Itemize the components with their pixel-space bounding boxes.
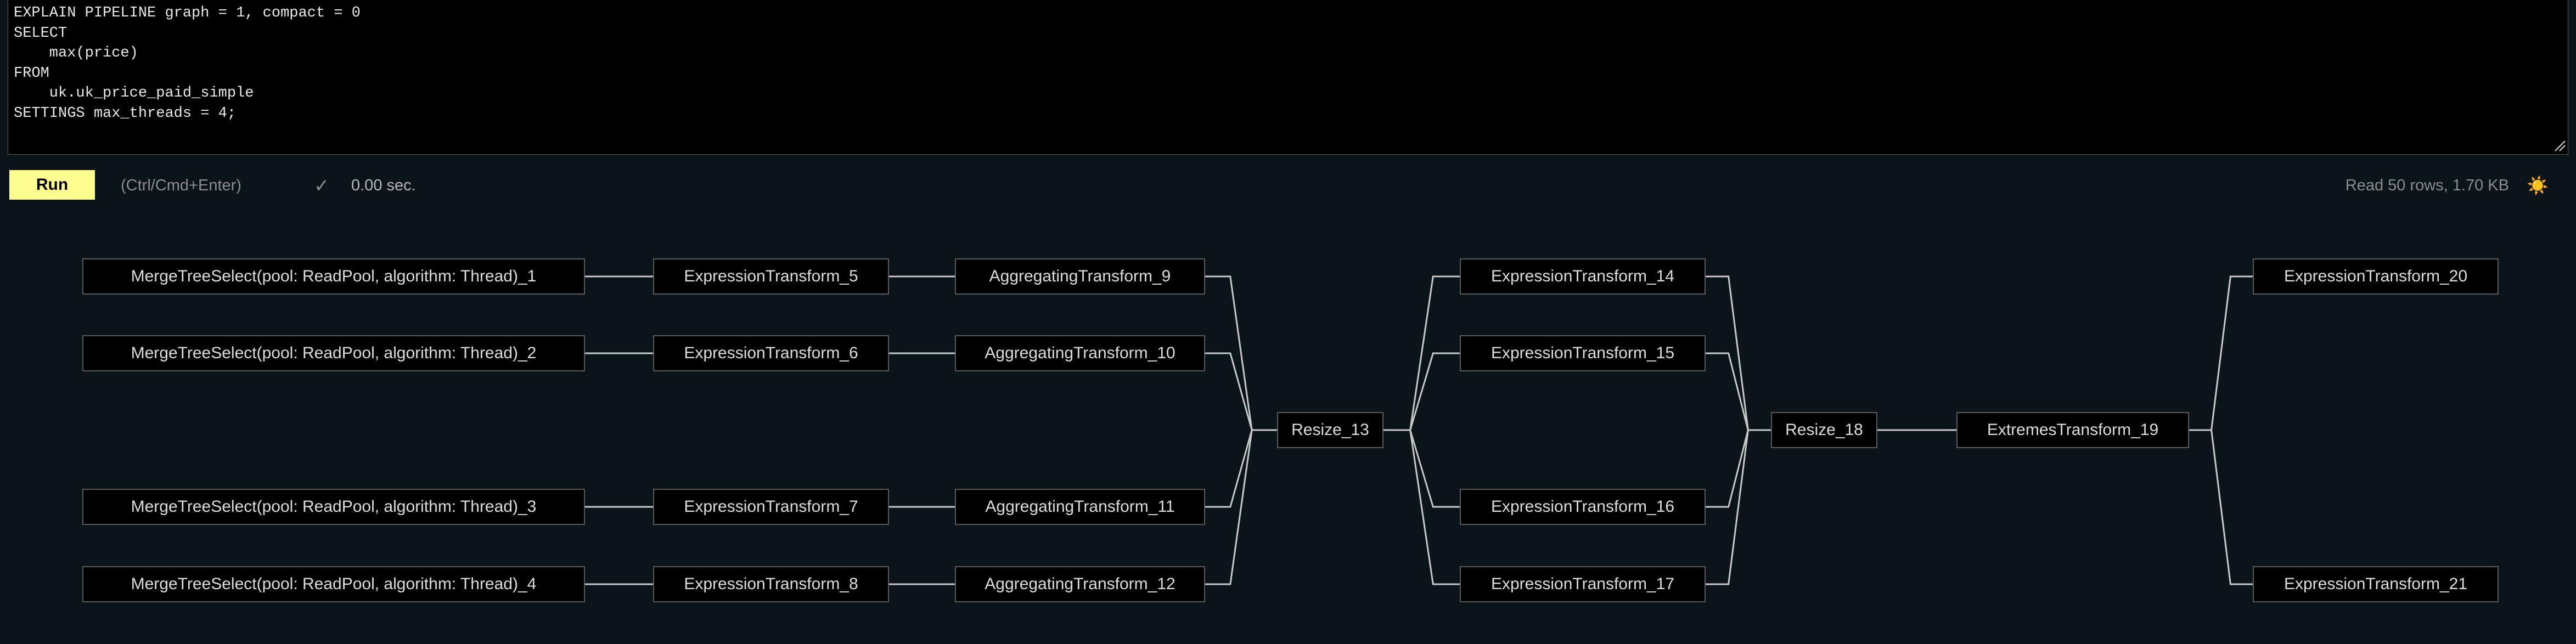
graph-node[interactable]: MergeTreeSelect(pool: ReadPool, algorith…	[82, 566, 585, 602]
graph-edge	[2189, 275, 2253, 431]
query-editor-container	[8, 0, 2568, 155]
graph-node-label: ExpressionTransform_16	[1491, 498, 1675, 516]
graph-edge	[1383, 429, 1460, 585]
graph-node[interactable]: ExpressionTransform_15	[1460, 335, 1706, 371]
graph-node[interactable]: ExpressionTransform_5	[653, 258, 889, 295]
graph-node[interactable]: ExpressionTransform_7	[653, 489, 889, 525]
query-read-stats: Read 50 rows, 1.70 KB	[2345, 177, 2509, 194]
graph-node-label: ExpressionTransform_20	[2283, 267, 2468, 285]
graph-node-label: AggregatingTransform_9	[989, 267, 1171, 285]
run-shortcut-hint: (Ctrl/Cmd+Enter)	[121, 177, 241, 194]
graph-node[interactable]: ExpressionTransform_16	[1460, 489, 1706, 525]
graph-node[interactable]: AggregatingTransform_10	[955, 335, 1205, 371]
graph-node-label: Resize_18	[1785, 421, 1863, 439]
graph-node-label: ExpressionTransform_14	[1491, 267, 1675, 285]
graph-node[interactable]: ExpressionTransform_17	[1460, 566, 1706, 602]
pipeline-graph-edges	[585, 275, 2253, 585]
graph-node-label: AggregatingTransform_10	[985, 344, 1175, 362]
graph-node[interactable]: ExpressionTransform_21	[2253, 566, 2499, 602]
graph-node[interactable]: MergeTreeSelect(pool: ReadPool, algorith…	[82, 258, 585, 295]
graph-node[interactable]: ExpressionTransform_14	[1460, 258, 1706, 295]
graph-node[interactable]: ExpressionTransform_20	[2253, 258, 2499, 295]
graph-node-label: MergeTreeSelect(pool: ReadPool, algorith…	[131, 267, 537, 285]
graph-node[interactable]: ExpressionTransform_8	[653, 566, 889, 602]
sun-icon[interactable]: ☀️	[2527, 176, 2549, 195]
query-elapsed-time: 0.00 sec.	[351, 177, 416, 194]
graph-edge	[1205, 352, 1277, 431]
query-toolbar: Run (Ctrl/Cmd+Enter) ✓ 0.00 sec. Read 50…	[0, 160, 2576, 211]
graph-node-label: ExpressionTransform_5	[684, 267, 858, 285]
graph-node[interactable]: AggregatingTransform_9	[955, 258, 1205, 295]
graph-node-label: ExtremesTransform_19	[1987, 421, 2159, 439]
graph-node-label: ExpressionTransform_8	[684, 575, 858, 593]
graph-node-label: ExpressionTransform_7	[684, 498, 858, 516]
graph-edge	[1383, 352, 1460, 431]
graph-node-label: ExpressionTransform_17	[1491, 575, 1675, 593]
success-check-icon: ✓	[314, 176, 330, 196]
graph-node[interactable]: MergeTreeSelect(pool: ReadPool, algorith…	[82, 489, 585, 525]
graph-node-label: ExpressionTransform_21	[2283, 575, 2468, 593]
graph-node[interactable]: AggregatingTransform_11	[955, 489, 1205, 525]
graph-node[interactable]: MergeTreeSelect(pool: ReadPool, algorith…	[82, 335, 585, 371]
pipeline-graph: MergeTreeSelect(pool: ReadPool, algorith…	[0, 211, 2576, 644]
graph-node-label: AggregatingTransform_11	[985, 498, 1175, 516]
graph-edge	[2189, 429, 2253, 585]
graph-node-label: AggregatingTransform_12	[985, 575, 1175, 593]
graph-edge	[1205, 429, 1277, 585]
graph-node-label: MergeTreeSelect(pool: ReadPool, algorith…	[131, 344, 537, 362]
graph-node-label: MergeTreeSelect(pool: ReadPool, algorith…	[131, 575, 537, 593]
graph-node[interactable]: Resize_18	[1771, 412, 1877, 448]
graph-edge	[1383, 429, 1460, 508]
graph-edge	[1706, 352, 1771, 431]
graph-edge	[1205, 429, 1277, 508]
graph-node[interactable]: AggregatingTransform_12	[955, 566, 1205, 602]
graph-node-label: Resize_13	[1291, 421, 1369, 439]
graph-node[interactable]: ExtremesTransform_19	[1956, 412, 2189, 448]
graph-edge	[1706, 429, 1771, 508]
graph-node[interactable]: Resize_13	[1277, 412, 1383, 448]
graph-node[interactable]: ExpressionTransform_6	[653, 335, 889, 371]
graph-edge	[1706, 429, 1771, 585]
sql-query-input[interactable]	[8, 0, 2568, 155]
graph-node-label: MergeTreeSelect(pool: ReadPool, algorith…	[131, 498, 537, 516]
graph-node-label: ExpressionTransform_15	[1491, 344, 1675, 362]
run-button[interactable]: Run	[9, 170, 95, 200]
graph-node-label: ExpressionTransform_6	[684, 344, 858, 362]
